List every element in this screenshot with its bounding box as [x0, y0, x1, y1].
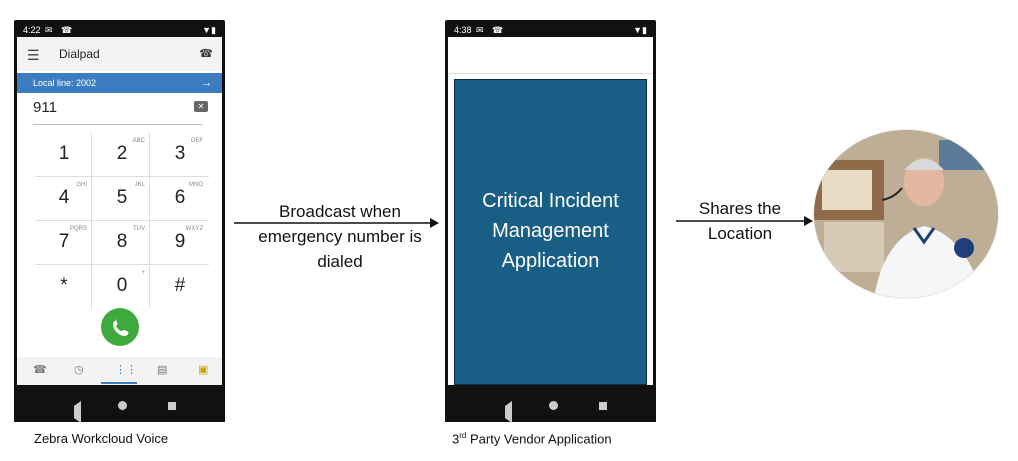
key-4[interactable]: 4 GHI [35, 177, 93, 219]
key-letters: PQRS [69, 226, 87, 232]
keypad-divider [35, 220, 209, 221]
nav-bar [445, 390, 656, 423]
caption-rest: Party Vendor Application [466, 431, 612, 447]
status-time: 4:38 [454, 25, 472, 35]
home-icon[interactable] [118, 401, 127, 410]
caption-sup: rd [459, 431, 467, 440]
key-digit: * [60, 275, 68, 296]
key-star[interactable]: * [35, 265, 93, 307]
key-letters: GHI [76, 182, 87, 188]
status-icons: ✉ ☎ [476, 25, 507, 35]
keypad-divider [149, 133, 150, 309]
keypad-divider [35, 176, 209, 177]
key-letters: TUV [133, 226, 145, 232]
dialpad-screen: 4:22 ✉ ☎ ▼▮ ☰ Dialpad ☎ Local line: 2002… [17, 23, 222, 385]
phone2-caption: 3rd Party Vendor Application [452, 431, 612, 446]
critical-incident-title: Critical Incident Management Application [482, 190, 619, 272]
operator-illustration [814, 130, 998, 298]
key-digit: 0 [116, 275, 128, 296]
home-icon[interactable] [549, 401, 558, 410]
key-8[interactable]: 8 TUV [93, 221, 151, 263]
vendor-phone: 4:38 ✉ ☎ ▼▮ Critical Incident Management… [445, 20, 656, 423]
status-bar: 4:22 ✉ ☎ ▼▮ [17, 23, 222, 37]
local-line-bar[interactable]: Local line: 2002 → [17, 73, 222, 93]
key-digit: # [174, 275, 186, 296]
key-digit: 5 [116, 187, 128, 208]
arrow-2 [676, 216, 813, 226]
key-digit: 7 [58, 231, 70, 252]
dialpad-icon[interactable]: ⋮⋮ [115, 364, 137, 376]
app-icon[interactable]: ▣ [198, 364, 209, 376]
keypad-divider [91, 133, 92, 309]
key-digit: 4 [58, 187, 70, 208]
zebra-phone: 4:22 ✉ ☎ ▼▮ ☰ Dialpad ☎ Local line: 2002… [14, 20, 225, 423]
active-tab-indicator [101, 382, 137, 384]
key-letters: MNO [189, 182, 203, 188]
recents-nav-icon[interactable] [599, 402, 607, 410]
status-time: 4:22 [23, 25, 41, 35]
nav-bar [14, 390, 225, 423]
phone1-caption: Zebra Workcloud Voice [34, 431, 169, 446]
vendor-screen: 4:38 ✉ ☎ ▼▮ Critical Incident Management… [448, 23, 653, 385]
key-letters: ABC [132, 138, 145, 144]
recents-nav-icon[interactable] [168, 402, 176, 410]
arrow1-label: Broadcast when emergency number is diale… [258, 202, 422, 271]
key-1[interactable]: 1 [35, 133, 93, 175]
arrow-right-icon[interactable]: → [201, 77, 212, 89]
backspace-icon[interactable]: ✕ [194, 101, 208, 112]
key-digit: 8 [116, 231, 128, 252]
signal-battery-icon: ▼▮ [202, 25, 216, 35]
status-icons: ✉ ☎ [45, 25, 76, 35]
phone-icon [113, 319, 129, 336]
divider [33, 124, 202, 125]
key-2[interactable]: 2 ABC [93, 133, 151, 175]
bottom-nav: ☎ ◷ ⋮⋮ ▤ ▣ [17, 357, 222, 385]
key-letters: DEF [191, 138, 203, 144]
critical-incident-app-box: Critical Incident Management Application [454, 79, 647, 385]
local-line-label: Local line: 2002 [33, 78, 97, 88]
phone-icon[interactable]: ☎ [33, 364, 47, 376]
back-icon[interactable] [493, 401, 512, 423]
arrow2-label: Shares the Location [698, 199, 782, 243]
key-hash[interactable]: # [151, 265, 209, 307]
arrow-1 [234, 218, 439, 228]
key-0[interactable]: 0+ [93, 265, 151, 307]
key-digit: 3 [174, 143, 186, 164]
caption-prefix: 3 [452, 431, 460, 447]
call-button[interactable] [101, 308, 139, 346]
app-title: Dialpad [59, 47, 100, 61]
recents-icon[interactable]: ◷ [74, 364, 84, 376]
voicemail-icon[interactable]: ☎ [199, 48, 213, 60]
signal-battery-icon: ▼▮ [633, 25, 647, 35]
dialed-number[interactable]: 911 [33, 99, 57, 116]
back-icon[interactable] [62, 401, 81, 423]
app-bar: ☰ Dialpad ☎ [17, 37, 222, 71]
key-3[interactable]: 3 DEF [151, 133, 209, 175]
key-letters: WXYZ [185, 226, 203, 232]
key-5[interactable]: 5 JKL [93, 177, 151, 219]
key-letters: JKL [134, 182, 145, 188]
key-digit: 2 [116, 143, 128, 164]
status-bar: 4:38 ✉ ☎ ▼▮ [448, 23, 653, 37]
key-digit: 9 [174, 231, 186, 252]
key-digit: 1 [58, 143, 70, 164]
menu-icon[interactable]: ☰ [27, 47, 40, 63]
contacts-icon[interactable]: ▤ [157, 364, 168, 376]
keypad-divider [35, 264, 209, 265]
operator-photo [814, 130, 998, 298]
key-digit: 6 [174, 187, 186, 208]
app-header [448, 37, 653, 74]
key-letters: + [141, 270, 145, 276]
